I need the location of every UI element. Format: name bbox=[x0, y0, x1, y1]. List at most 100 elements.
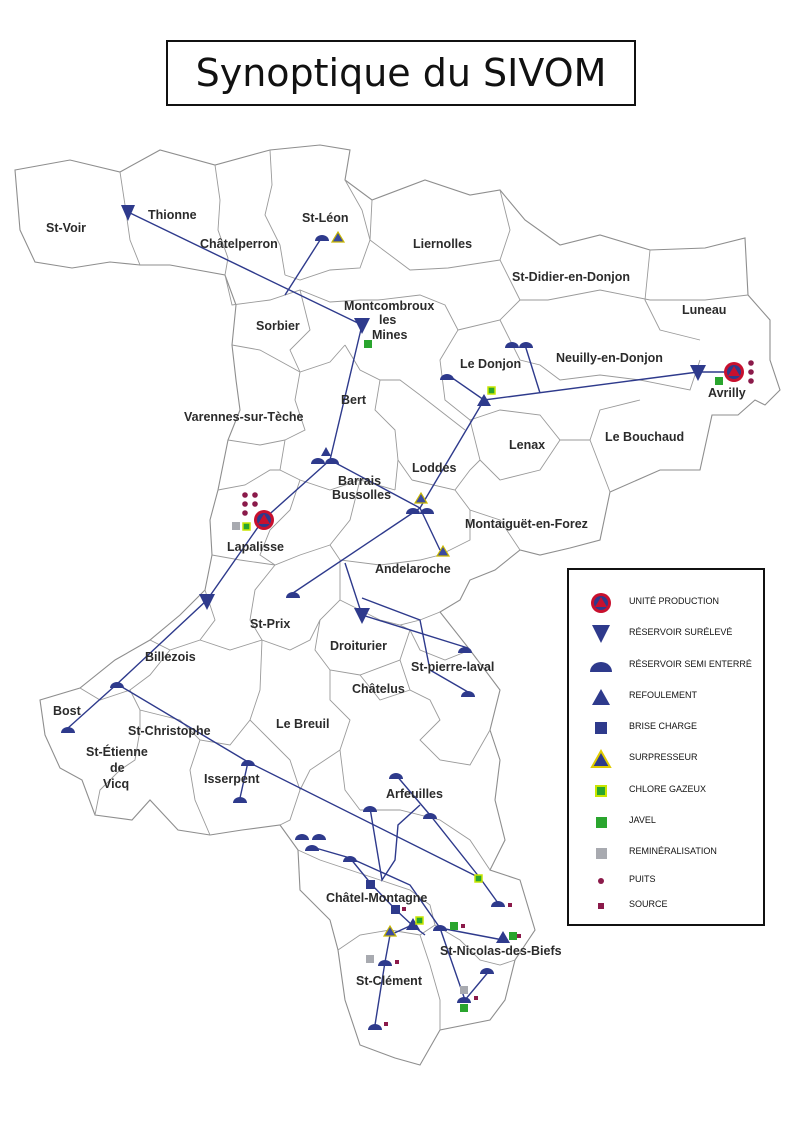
pumping-icon bbox=[406, 918, 420, 930]
legend-label: SOURCE bbox=[629, 899, 668, 909]
commune-label: Le Donjon bbox=[460, 357, 521, 371]
booster-icon bbox=[382, 924, 398, 937]
pumping-icon bbox=[477, 394, 491, 406]
well-icon bbox=[252, 501, 258, 507]
pressure-break-icon bbox=[366, 880, 375, 889]
semi-buried-reservoirs bbox=[61, 235, 533, 1030]
semi-buried-reservoir-icon bbox=[368, 1024, 382, 1030]
legend-item: UNITÉ PRODUCTION bbox=[569, 592, 763, 614]
semi-buried-reservoir-icon bbox=[423, 813, 437, 819]
legend-item: CHLORE GAZEUX bbox=[569, 780, 763, 802]
booster-icon bbox=[413, 491, 429, 504]
commune-label: Avrilly bbox=[708, 386, 746, 400]
commune-label: Montaiguët-en-Forez bbox=[465, 517, 588, 531]
commune-label: de bbox=[110, 761, 125, 775]
legend-label: JAVEL bbox=[629, 815, 656, 825]
semi-buried-reservoir-icon bbox=[505, 342, 519, 348]
legend-item: SOURCE bbox=[569, 895, 763, 917]
spring-icon bbox=[395, 960, 399, 964]
semi-buried-reservoir-icon bbox=[295, 834, 309, 840]
semi-buried-reservoir-icon bbox=[311, 458, 325, 464]
remineralization-icon bbox=[596, 848, 607, 859]
chlorine-gas-icon bbox=[474, 874, 483, 883]
commune-label: Mines bbox=[372, 328, 407, 342]
pumping-icon bbox=[496, 931, 510, 943]
semi-buried-reservoir-icon bbox=[389, 773, 403, 779]
semi-buried-reservoir-icon bbox=[420, 508, 434, 514]
production-units bbox=[254, 362, 744, 530]
legend-label: RÉSERVOIR SURÉLEVÉ bbox=[629, 627, 733, 637]
semi-buried-reservoir-icon bbox=[343, 856, 357, 862]
elevated-reservoir-icon bbox=[690, 365, 706, 381]
spring-icon bbox=[474, 996, 478, 1000]
commune-label: Lapalisse bbox=[227, 540, 284, 554]
commune-label: St-Clément bbox=[356, 974, 423, 988]
wells bbox=[242, 360, 754, 516]
well-icon bbox=[242, 492, 248, 498]
legend-label: REMINÉRALISATION bbox=[629, 846, 717, 856]
legend-label: SURPRESSEUR bbox=[629, 752, 698, 762]
booster-icon bbox=[590, 748, 612, 768]
chlorine-gas-icon bbox=[595, 785, 607, 797]
commune-label: Thionne bbox=[148, 208, 197, 222]
semi-buried-reservoir-icon bbox=[241, 760, 255, 766]
pumping-icon bbox=[321, 447, 331, 456]
commune-label: Andelaroche bbox=[375, 562, 451, 576]
commune-label: St-Christophe bbox=[128, 724, 211, 738]
semi-buried-reservoir-icon bbox=[458, 647, 472, 653]
unit-production-icon bbox=[591, 593, 611, 613]
elevated-reservoir-icon bbox=[354, 318, 370, 334]
elevated-reservoir-icon bbox=[199, 594, 215, 610]
boosters bbox=[330, 230, 451, 937]
commune-label: Liernolles bbox=[413, 237, 472, 251]
pumping-icon bbox=[592, 689, 610, 705]
elevated-reservoir-icon bbox=[121, 205, 135, 221]
semi-buried-reservoir-icon bbox=[480, 968, 494, 974]
legend-label: RÉSERVOIR SEMI ENTERRÉ bbox=[629, 659, 752, 669]
semi-buried-reservoir-icon bbox=[440, 374, 454, 380]
semi-buried-reservoir-icon bbox=[461, 691, 475, 697]
elevated-reservoir-icon bbox=[592, 625, 610, 643]
bleach-icon bbox=[596, 817, 607, 828]
well-icon bbox=[598, 878, 604, 884]
commune-label: Luneau bbox=[682, 303, 726, 317]
pumping-stations bbox=[321, 394, 510, 943]
bleach-points bbox=[364, 340, 723, 1012]
semi-buried-reservoir-icon bbox=[233, 797, 247, 803]
commune-label: Le Breuil bbox=[276, 717, 330, 731]
commune-label: St-Nicolas-des-Biefs bbox=[440, 944, 562, 958]
page-title: Synoptique du SIVOM bbox=[195, 51, 607, 95]
semi-buried-reservoir-icon bbox=[286, 592, 300, 598]
commune-label: Loddes bbox=[412, 461, 456, 475]
legend-label: UNITÉ PRODUCTION bbox=[629, 596, 719, 606]
semi-buried-reservoir-icon bbox=[110, 682, 124, 688]
legend-item: PUITS bbox=[569, 870, 763, 892]
legend-item: RÉSERVOIR SEMI ENTERRÉ bbox=[569, 655, 763, 677]
semi-buried-reservoir-icon bbox=[312, 834, 326, 840]
commune-boundaries bbox=[79, 149, 749, 1030]
commune-label: Bussolles bbox=[332, 488, 391, 502]
commune-label: Châtelperron bbox=[200, 237, 278, 251]
spring-icon bbox=[508, 903, 512, 907]
chlorine-gas-icon bbox=[415, 916, 424, 925]
legend-item: REFOULEMENT bbox=[569, 686, 763, 708]
commune-label: Châtel-Montagne bbox=[326, 891, 427, 905]
commune-label: Châtelus bbox=[352, 682, 405, 696]
legend-label: CHLORE GAZEUX bbox=[629, 784, 707, 794]
spring-icon bbox=[384, 1022, 388, 1026]
semi-buried-reservoir-icon bbox=[491, 901, 505, 907]
bleach-icon bbox=[509, 932, 517, 940]
commune-label: St-Voir bbox=[46, 221, 86, 235]
semi-buried-reservoir-icon bbox=[61, 727, 75, 733]
commune-label: Bost bbox=[53, 704, 82, 718]
booster-icon bbox=[435, 544, 451, 557]
commune-label: Bert bbox=[341, 393, 367, 407]
title-box: Synoptique du SIVOM bbox=[166, 40, 636, 106]
legend-item: RÉSERVOIR SURÉLEVÉ bbox=[569, 623, 763, 645]
commune-label: Neuilly-en-Donjon bbox=[556, 351, 663, 365]
remineralization-points bbox=[232, 522, 468, 994]
well-icon bbox=[242, 510, 248, 516]
spring-icon bbox=[517, 934, 521, 938]
well-icon bbox=[748, 369, 754, 375]
